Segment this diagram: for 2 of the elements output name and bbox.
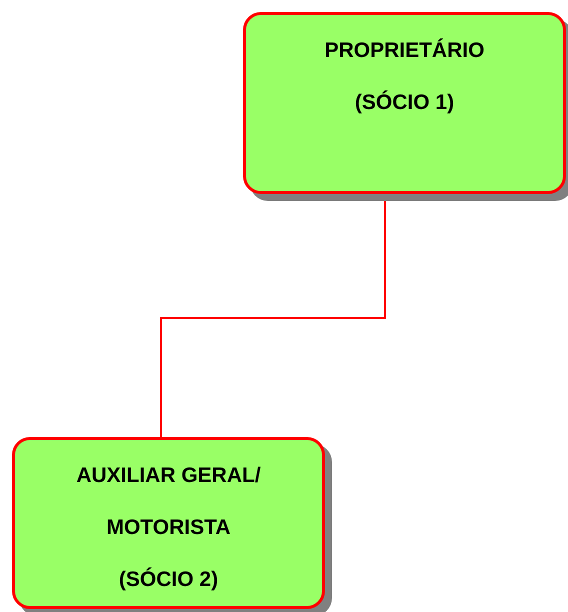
- box-label: AUXILIAR GERAL/ MOTORISTA (SÓCIO 2): [75, 463, 262, 593]
- box-label: PROPRIETÁRIO (SÓCIO 1): [324, 37, 486, 116]
